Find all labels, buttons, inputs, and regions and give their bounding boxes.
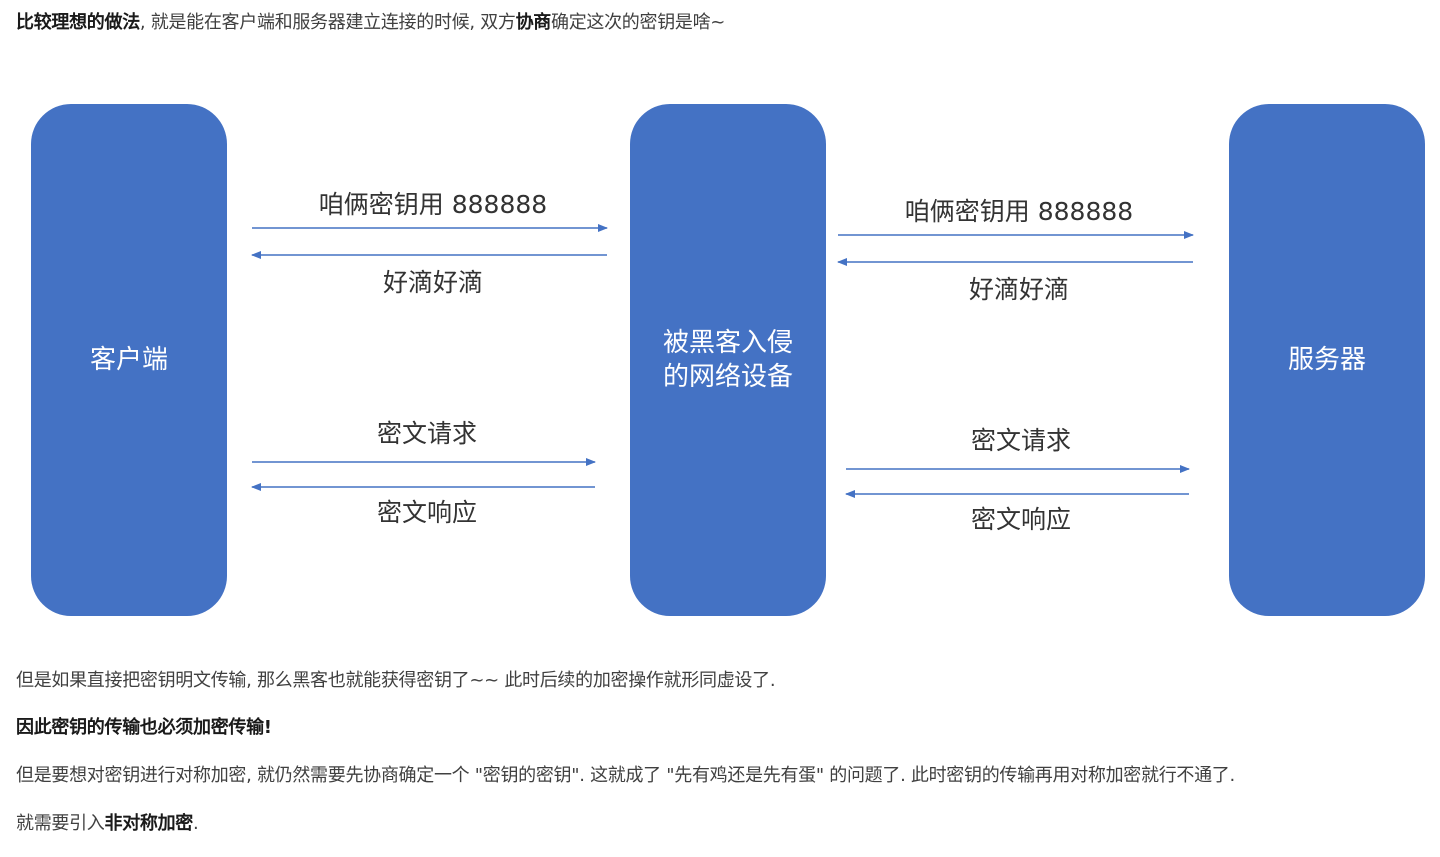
asymmetric-text: 就需要引入 <box>16 813 105 834</box>
right-key-reply-label: 好滴好滴 <box>968 275 1069 304</box>
intro-bold-phrase: 比较理想的做法 <box>16 12 140 33</box>
right-cipher-request-label: 密文请求 <box>970 426 1071 455</box>
intro-text-2: 确定这次的密钥是啥~ <box>551 12 726 33</box>
risk-paragraph: 但是如果直接把密钥明文传输, 那么黑客也就能获得密钥了~~ 此时后续的加密操作就… <box>16 670 776 691</box>
server-label: 服务器 <box>1287 345 1366 375</box>
left-key-reply-label: 好滴好滴 <box>382 268 483 297</box>
client-label: 客户端 <box>89 345 168 375</box>
left-cipher-request-label: 密文请求 <box>376 419 477 448</box>
compromised-device-label-line1: 被黑客入侵 <box>662 328 793 358</box>
asymmetric-end: . <box>193 813 199 834</box>
chicken-egg-paragraph: 但是要想对密钥进行对称加密, 就仍然需要先协商确定一个 "密钥的密钥". 这就成… <box>16 765 1235 786</box>
server-box: 服务器 <box>1229 104 1425 616</box>
compromised-device-label-line2: 的网络设备 <box>662 362 793 392</box>
intro-bold-negotiate: 协商 <box>515 12 552 33</box>
compromised-device-box: 被黑客入侵 的网络设备 <box>630 104 826 616</box>
intro-paragraph: 比较理想的做法, 就是能在客户端和服务器建立连接的时候, 双方协商确定这次的密钥… <box>16 11 725 35</box>
must-encrypt-bold: 因此密钥的传输也必须加密传输! <box>16 717 272 738</box>
asymmetric-paragraph: 就需要引入非对称加密. <box>16 812 199 836</box>
asymmetric-bold: 非对称加密 <box>104 813 194 834</box>
client-box: 客户端 <box>31 104 227 616</box>
right-key-request-label: 咱俩密钥用 888888 <box>904 197 1134 226</box>
left-cipher-response-label: 密文响应 <box>376 498 477 527</box>
left-key-request-label: 咱俩密钥用 888888 <box>318 190 548 219</box>
intro-text-1: , 就是能在客户端和服务器建立连接的时候, 双方 <box>139 12 516 33</box>
right-cipher-response-label: 密文响应 <box>970 505 1071 534</box>
must-encrypt-paragraph: 因此密钥的传输也必须加密传输! <box>16 716 272 740</box>
